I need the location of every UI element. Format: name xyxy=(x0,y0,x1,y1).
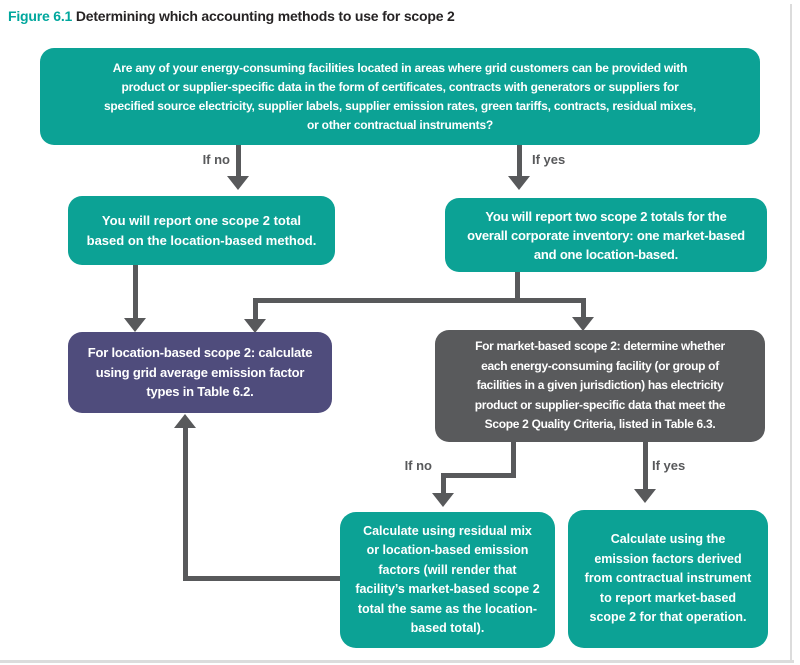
arrow-question-to-one-total-shaft xyxy=(236,145,241,178)
node-residual-mix: Calculate using residual mix or location… xyxy=(340,512,555,648)
figure-title: Figure 6.1 Determining which accounting … xyxy=(8,8,792,24)
connector-branch-bar xyxy=(253,298,586,303)
node-market-method: For market-based scope 2: determine whet… xyxy=(435,330,765,442)
arrow-market-to-residual-shaft2 xyxy=(441,476,446,493)
figure-frame-bottom-border xyxy=(0,660,794,663)
arrowhead-up-icon xyxy=(174,414,196,428)
node-contractual: Calculate using the emission factors der… xyxy=(568,510,768,648)
figure-title-label: Figure 6.1 xyxy=(8,8,73,24)
arrowhead-down-icon xyxy=(572,317,594,331)
arrowhead-down-icon xyxy=(227,176,249,190)
node-question: Are any of your energy-consuming facilit… xyxy=(40,48,760,145)
arrow-branch-to-market-shaft xyxy=(581,298,586,318)
arrowhead-down-icon xyxy=(634,489,656,503)
edge-label-criteria-if-yes: If yes xyxy=(652,458,686,473)
arrowhead-down-icon xyxy=(244,319,266,333)
arrow-market-to-contractual-shaft xyxy=(643,442,648,489)
edge-label-criteria-if-no: If no xyxy=(404,458,432,473)
connector-two-totals-drop-shaft xyxy=(515,272,520,300)
node-residual-mix-text: Calculate using residual mix or location… xyxy=(355,523,540,636)
figure-title-text: Determining which accounting methods to … xyxy=(75,8,455,24)
arrowhead-down-icon xyxy=(432,493,454,507)
edge-label-question-if-yes: If yes xyxy=(532,152,566,167)
edge-label-question-if-no: If no xyxy=(202,152,230,167)
node-two-totals-text: You will report two scope 2 totals for t… xyxy=(467,208,745,262)
arrow-question-to-two-totals-shaft xyxy=(517,145,522,178)
arrowhead-down-icon xyxy=(508,176,530,190)
node-one-total-text: You will report one scope 2 total based … xyxy=(86,212,317,248)
arrowhead-down-icon xyxy=(124,318,146,332)
arrow-market-to-residual-jog xyxy=(441,473,516,478)
node-two-totals: You will report two scope 2 totals for t… xyxy=(445,198,767,272)
arrow-residual-to-location-vertical xyxy=(183,428,188,581)
node-one-total: You will report one scope 2 total based … xyxy=(68,196,335,265)
node-market-method-text: For market-based scope 2: determine whet… xyxy=(474,339,726,432)
node-location-method-text: For location-based scope 2: calculate us… xyxy=(87,345,313,400)
node-location-method: For location-based scope 2: calculate us… xyxy=(68,332,332,413)
arrow-one-total-to-location-shaft xyxy=(133,265,138,319)
arrow-branch-to-location-shaft xyxy=(253,298,258,320)
figure-frame-right-border xyxy=(790,4,792,663)
arrow-residual-to-location-horizontal xyxy=(183,576,340,581)
node-contractual-text: Calculate using the emission factors der… xyxy=(584,532,752,625)
arrow-market-to-residual-shaft1 xyxy=(511,442,516,476)
node-question-text: Are any of your energy-consuming facilit… xyxy=(103,60,697,132)
